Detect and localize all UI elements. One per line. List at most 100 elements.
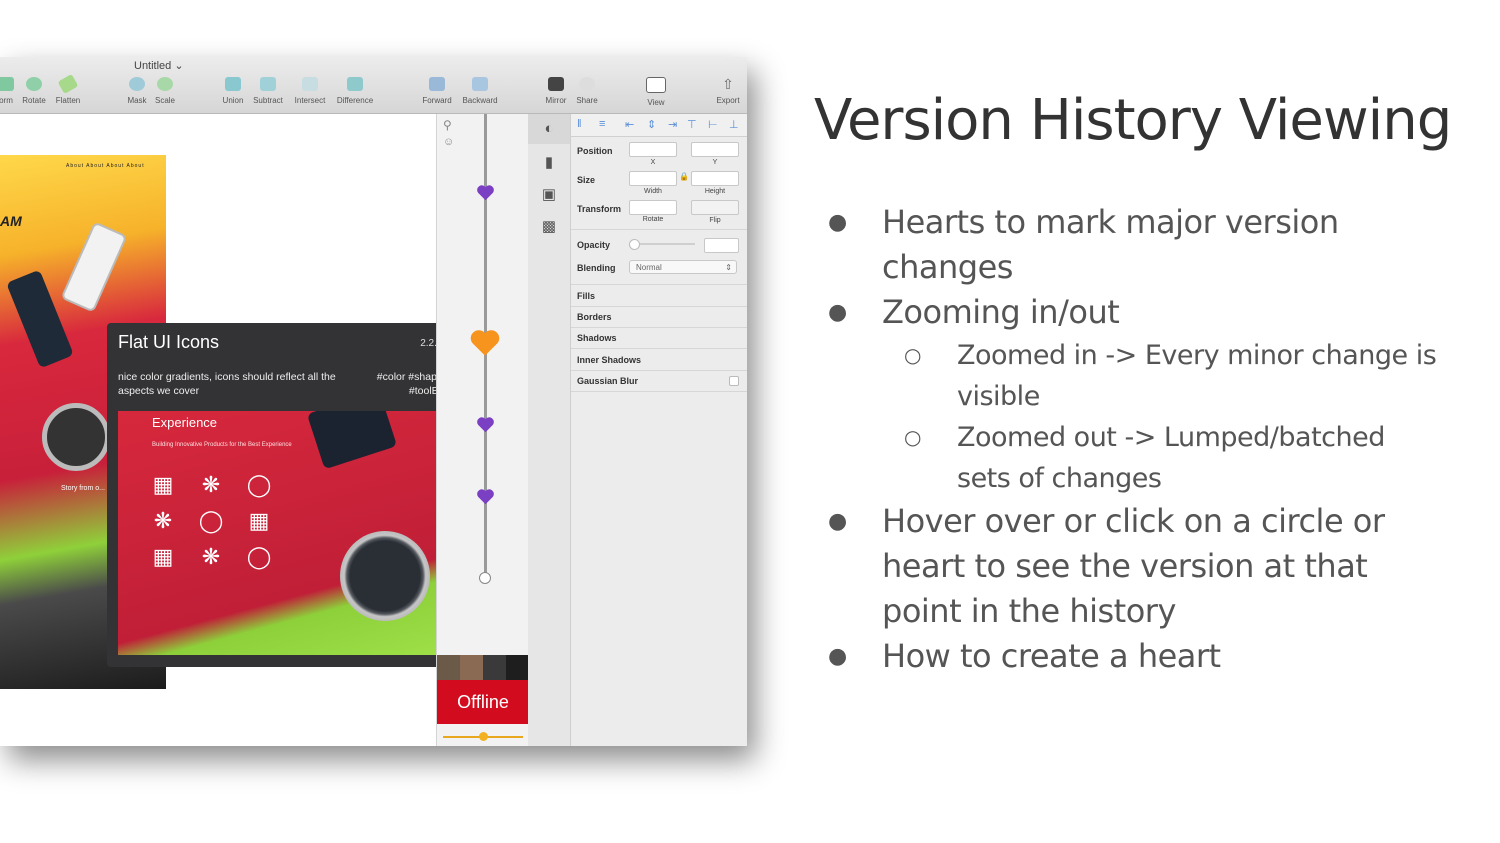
flatten-icon	[57, 73, 79, 95]
distribute-v-icon[interactable]: ≡	[599, 118, 606, 130]
gaussian-blur-section[interactable]: Gaussian Blur	[571, 370, 747, 392]
compass-icon: ❋	[153, 508, 173, 533]
subtract-button[interactable]: Subtract	[246, 75, 290, 105]
export-icon: ⇧	[722, 76, 734, 92]
blur-checkbox[interactable]	[729, 376, 739, 386]
view-button[interactable]: View	[634, 75, 678, 107]
rotate-field[interactable]	[629, 200, 677, 215]
difference-icon	[347, 77, 363, 91]
transform-button[interactable]: orm	[0, 75, 28, 105]
position-x-field[interactable]	[629, 142, 677, 157]
union-label: Union	[222, 96, 244, 105]
intersect-label: Intersect	[294, 96, 326, 105]
subtract-icon	[260, 77, 276, 91]
inner-shadows-label: Inner Shadows	[577, 355, 642, 365]
mirror-button[interactable]: Mirror	[534, 75, 578, 105]
difference-button[interactable]: Difference	[333, 75, 377, 105]
share-icon	[579, 77, 595, 91]
inner-shadows-section[interactable]: Inner Shadows	[571, 349, 747, 371]
artboard-story-text: Story from o... and	[61, 485, 119, 492]
sub-bullet-circle: ○	[904, 343, 921, 367]
flip-buttons[interactable]	[691, 200, 739, 215]
scale-button[interactable]: Scale	[143, 75, 187, 105]
height-field[interactable]	[691, 171, 739, 186]
align-left-icon[interactable]: ⇤	[625, 119, 635, 131]
bullet-item: ●Hover over or click on a circle or hear…	[828, 499, 1442, 634]
bullet-text: Zooming in/out	[882, 293, 1120, 331]
share-button[interactable]: Share	[565, 75, 609, 105]
opacity-slider-handle[interactable]	[629, 239, 640, 250]
window-title-text: Untitled	[134, 60, 172, 72]
version-heart-marker[interactable]	[476, 184, 495, 201]
layers-tab-icon[interactable]: ◐	[528, 114, 570, 144]
slide-bullet-list: ●Hearts to mark major version changes ● Z…	[828, 200, 1448, 679]
active-version-heart-marker[interactable]	[469, 328, 501, 357]
view-icon	[646, 77, 666, 93]
fills-section[interactable]: Fills	[571, 284, 747, 307]
opacity-label: Opacity	[577, 240, 611, 250]
width-field[interactable]	[629, 171, 677, 186]
version-heart-marker[interactable]	[476, 488, 495, 505]
flatten-button[interactable]: Flatten	[46, 73, 90, 105]
design-canvas[interactable]: About About About About AM Story from o.…	[0, 114, 470, 746]
user-tab-icon[interactable]: ▣	[541, 186, 557, 203]
distribute-h-icon[interactable]: ‖	[577, 118, 582, 130]
bullet-item: ●Hearts to mark major version changes	[828, 200, 1442, 290]
qr-code-icon: ▦	[152, 544, 174, 569]
zoom-slider-handle[interactable]	[479, 732, 488, 741]
shadows-section[interactable]: Shadows	[571, 327, 747, 349]
mask-button[interactable]: Mask	[115, 75, 159, 105]
align-right-icon[interactable]: ⇥	[668, 119, 678, 131]
scale-label: Scale	[154, 96, 175, 105]
mask-label: Mask	[127, 96, 147, 105]
transform-icon	[0, 77, 14, 91]
zoom-icon[interactable]: ☺	[443, 136, 455, 148]
align-middle-icon[interactable]: ⊢	[708, 119, 718, 131]
version-tooltip[interactable]: Flat UI Icons 2.2.43 nice color gradient…	[107, 323, 470, 667]
bullet-dot: ●	[828, 300, 847, 325]
opacity-field[interactable]	[704, 238, 739, 253]
intersect-button[interactable]: Intersect	[288, 75, 332, 105]
borders-label: Borders	[577, 312, 612, 322]
subtract-label: Subtract	[253, 96, 283, 105]
align-center-icon[interactable]: ⇕	[647, 119, 657, 131]
rotate-icon	[26, 77, 42, 91]
artboard-nav-text: About About About About	[66, 163, 145, 169]
opacity-slider-track[interactable]	[631, 243, 695, 245]
bullet-text: Hover over or click on a circle or heart…	[882, 502, 1385, 630]
version-circle-marker[interactable]	[479, 572, 491, 584]
rotate-button[interactable]: Rotate	[12, 75, 56, 105]
preview-watch-image	[340, 531, 430, 621]
tooltip-version-preview[interactable]: Experience Building Innovative Products …	[118, 411, 448, 655]
backward-button[interactable]: Backward	[458, 75, 502, 105]
blending-select[interactable]: Normal⇕	[629, 260, 737, 274]
search-icon[interactable]: ⚲	[443, 118, 452, 132]
layout-tab-icon[interactable]: ▩	[541, 218, 557, 235]
tooltip-version: 2.2.43	[420, 338, 448, 349]
inspector-side-tabs: ◐ ▮ ▣ ▩	[528, 114, 571, 746]
blending-value: Normal	[636, 263, 662, 272]
borders-section[interactable]: Borders	[571, 306, 747, 328]
version-heart-marker[interactable]	[476, 416, 495, 433]
export-button[interactable]: ⇧Export	[706, 75, 747, 105]
position-y-field[interactable]	[691, 142, 739, 157]
lock-icon[interactable]: 🔒	[679, 172, 689, 181]
size-label: Size	[577, 175, 596, 185]
version-timeline[interactable]: ⚲ ☺ Offline	[436, 114, 530, 746]
symbols-tab-icon[interactable]: ▮	[544, 154, 554, 171]
forward-button[interactable]: Forward	[415, 75, 459, 105]
rotate-label: Rotate	[22, 96, 46, 105]
slide-title: Version History Viewing	[814, 88, 1452, 153]
preview-phone-image	[306, 411, 398, 470]
divider	[571, 229, 747, 230]
white-phone-image	[60, 221, 128, 313]
align-top-icon[interactable]: ⊤	[687, 119, 697, 131]
qr-code-icon: ▦	[248, 508, 270, 533]
window-title[interactable]: Untitled ⌄	[134, 60, 184, 72]
align-bottom-icon[interactable]: ⊥	[729, 119, 739, 131]
preview-subtitle: Building Innovative Products for the Bes…	[152, 442, 292, 448]
position-label: Position	[577, 146, 613, 156]
union-button[interactable]: Union	[211, 75, 255, 105]
backward-label: Backward	[462, 96, 498, 105]
fills-label: Fills	[577, 291, 596, 301]
